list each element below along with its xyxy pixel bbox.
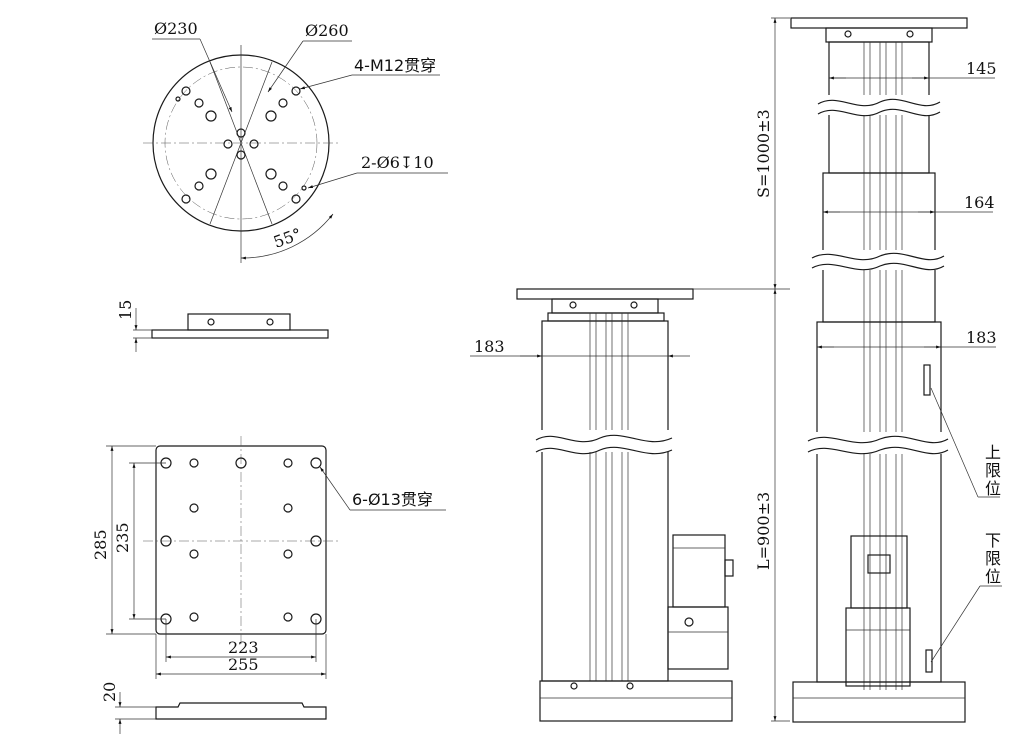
front-width-label: 183 xyxy=(474,337,505,356)
actuator-front-view: 183 xyxy=(470,288,734,722)
base-holes-label: 6-Ø13贯穿 xyxy=(352,490,433,509)
flange-side-view: 15 xyxy=(116,300,329,352)
base-side-view: 20 xyxy=(100,682,327,734)
lower-limit-char-2: 限 xyxy=(985,549,1001,568)
m12-holes-label: 4-M12贯穿 xyxy=(354,56,436,75)
upper-limit-char-2: 限 xyxy=(985,461,1001,480)
angle-label: 55° xyxy=(271,224,304,252)
dia-230-label: Ø230 xyxy=(154,19,198,38)
bolt-holes xyxy=(175,86,307,204)
stroke-label: S=1000±3 xyxy=(754,109,773,198)
circular-flange-top-view: Ø230 Ø260 4-M12贯穿 2-Ø6↧10 55° xyxy=(143,19,448,263)
lower-limit-char-1: 下 xyxy=(985,531,1001,550)
length-label: L=900±3 xyxy=(754,492,773,570)
upper-limit-char-1: 上 xyxy=(985,443,1001,462)
bottom-width-label: 183 xyxy=(966,328,997,347)
square-base-top-view: 285 235 223 255 6-Ø13贯穿 xyxy=(91,436,446,679)
upper-limit-char-3: 位 xyxy=(985,479,1001,498)
height-285-label: 285 xyxy=(91,529,110,560)
top-width-label: 145 xyxy=(966,59,997,78)
actuator-side-view: 145 164 183 S=1000±3 L=900±3 上 限 位 下 限 位 xyxy=(693,17,1002,723)
width-255-label: 255 xyxy=(228,655,259,674)
pin-holes-label: 2-Ø6↧10 xyxy=(361,153,434,172)
dia-260-label: Ø260 xyxy=(305,21,349,40)
height-235-label: 235 xyxy=(113,522,132,553)
lower-limit-char-3: 位 xyxy=(985,567,1001,586)
mid-width-label: 164 xyxy=(964,193,995,212)
flange-thickness-label: 15 xyxy=(116,300,135,320)
width-223-label: 223 xyxy=(228,638,259,657)
base-thickness-label: 20 xyxy=(100,682,119,702)
